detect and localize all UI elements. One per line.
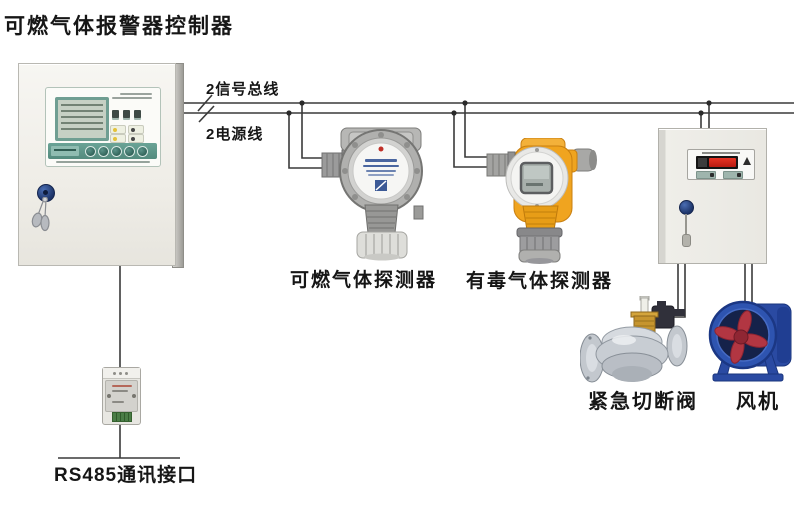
lcd-text-rows [61, 104, 103, 134]
power-line-label: 2电源线 [206, 126, 264, 143]
rs485-converter-module [102, 367, 141, 425]
fan-stand-base [712, 373, 784, 382]
status-indicator [110, 134, 126, 143]
solenoid-connector [672, 309, 685, 316]
hanging-key-icon [685, 214, 687, 236]
keypad-button-icon [98, 146, 109, 157]
alarm-controller-cabinet [18, 63, 184, 268]
cabinet-display-panel [45, 87, 161, 167]
toxic-gas-detector [483, 137, 598, 271]
readout-title-line [702, 152, 740, 154]
lcd-display [55, 97, 109, 141]
exhaust-fan [705, 296, 794, 393]
panel-button-icon [123, 110, 130, 118]
power-line-tick [198, 105, 215, 123]
combustible-detector-label: 可燃气体探测器 [290, 270, 438, 291]
signal-bus-tick [197, 94, 213, 112]
junction-dots [286, 100, 712, 116]
toxic-detector-label: 有毒气体探测器 [466, 271, 614, 292]
keypad-band [48, 143, 157, 159]
panel-button-icon [112, 110, 119, 118]
panel-model-text [120, 93, 152, 95]
valve-label: 紧急切断阀 [588, 391, 698, 413]
fan-label: 风机 [736, 391, 780, 413]
readout-button-icon [723, 171, 743, 179]
detector1-neck [364, 204, 399, 234]
status-indicator [110, 125, 126, 134]
rs485-label: RS485通讯接口 [54, 465, 198, 486]
detector2-power-drop [453, 113, 497, 168]
panel-model-text2 [112, 97, 152, 99]
keypad-button-icon [124, 146, 135, 157]
rs485-terminal-block [112, 412, 132, 422]
keypad-button-icon [137, 146, 148, 157]
panel-button-icon [134, 110, 141, 118]
panel-caption-line [56, 161, 150, 163]
band-label-block [51, 146, 79, 156]
readout-button-icon [696, 171, 716, 179]
controller-readout-panel [687, 149, 755, 180]
keypad-button-icon [111, 146, 122, 157]
hanging-key-head [682, 234, 691, 247]
red-led-readout [696, 156, 738, 169]
hanging-keys-icon [31, 197, 50, 232]
fan-impeller [714, 310, 768, 364]
detector1-red-mark [378, 146, 384, 152]
output-control-box [658, 128, 767, 264]
keypad-button-icon [85, 146, 96, 157]
detector1-label-lines [363, 159, 399, 176]
controller-title: 可燃气体报警器控制器 [4, 15, 234, 38]
rs485-label-area [105, 380, 138, 412]
status-indicator [128, 125, 144, 134]
detector2-signal-drop [464, 103, 497, 158]
signal-bus-label: 2信号总线 [206, 81, 280, 98]
box-key-lock-icon [679, 200, 694, 215]
brand-mark-icon [743, 157, 751, 165]
combustible-gas-detector [318, 126, 430, 267]
status-indicator [128, 134, 144, 143]
emergency-shutoff-valve [579, 295, 695, 395]
